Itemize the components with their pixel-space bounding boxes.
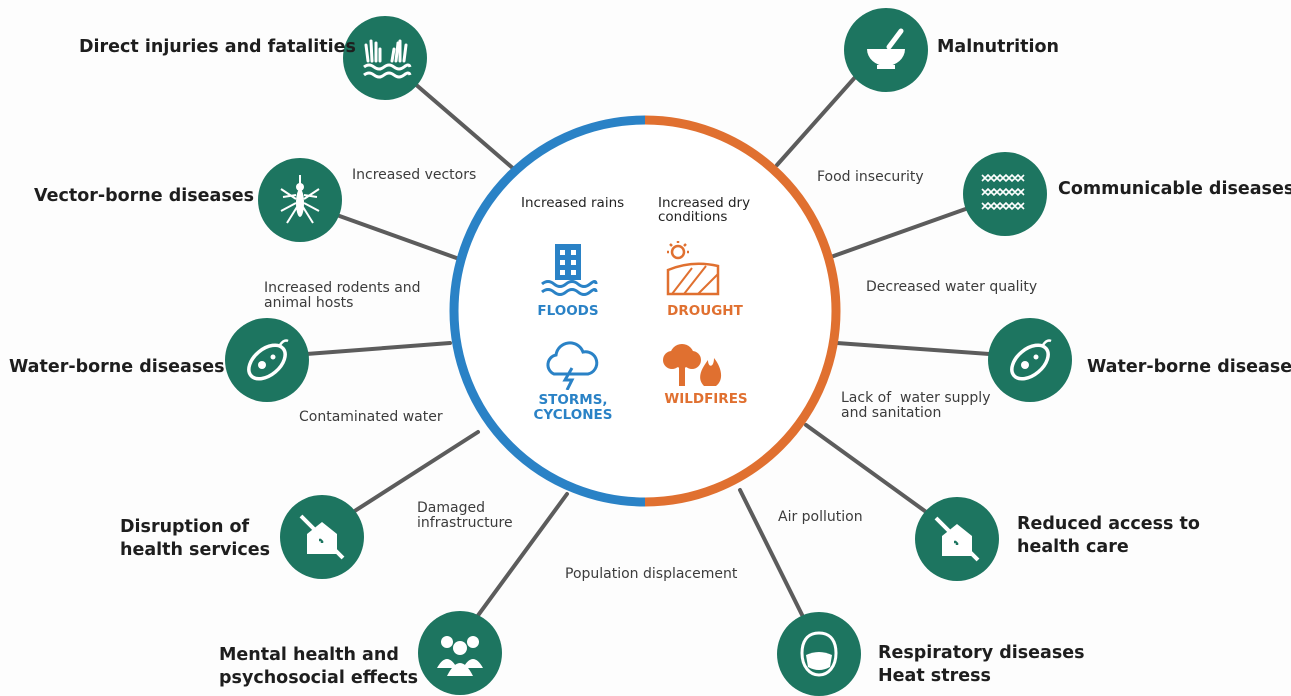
pathway-contaminated-water: Contaminated water bbox=[299, 409, 443, 425]
impact-label-water-borne-right: Water-borne diseases bbox=[1087, 357, 1291, 377]
impact-label-direct-injuries: Direct injuries and fatalities bbox=[79, 37, 356, 57]
impact-label-communicable: Communicable diseases bbox=[1058, 179, 1291, 199]
pathway-food-insecurity: Food insecurity bbox=[817, 169, 924, 185]
storms-cyclones-label: STORMS, CYCLONES bbox=[533, 392, 613, 423]
mosquito-node bbox=[258, 158, 342, 242]
hands-in-water-icon bbox=[363, 39, 412, 79]
crossed-clinic-node-right bbox=[915, 497, 999, 581]
impact-label-respiratory: Respiratory diseases Heat stress bbox=[878, 643, 1085, 686]
impact-label-mental-health: Mental health and psychosocial effects bbox=[219, 645, 418, 688]
center-ring-blue-arc bbox=[449, 115, 646, 507]
people-group-node bbox=[418, 611, 502, 695]
impact-label-vector-borne: Vector-borne diseases bbox=[34, 186, 255, 206]
drought-label: DROUGHT bbox=[667, 303, 743, 319]
sun-field-icon bbox=[666, 241, 720, 296]
bacterium-node-right bbox=[988, 318, 1072, 402]
increased-rains-heading: Increased rains bbox=[521, 195, 625, 211]
pathway-air-pollution: Air pollution bbox=[778, 509, 863, 525]
crossed-clinic-node-left bbox=[280, 495, 364, 579]
mosquito-icon bbox=[280, 175, 320, 224]
pathway-increased-vectors: Increased vectors bbox=[352, 167, 477, 183]
center-ring-orange-arc bbox=[644, 115, 841, 507]
increased-dry-conditions-heading: Increased dry conditions bbox=[658, 195, 751, 225]
pathway-decreased-water-quality: Decreased water quality bbox=[866, 279, 1038, 295]
tree-fire-icon bbox=[663, 344, 722, 386]
bacterium-icon bbox=[1010, 339, 1052, 381]
pathway-population-displacement: Population displacement bbox=[565, 566, 738, 582]
pathway-water-supply-sanitation: Lack of water supply and sanitation bbox=[841, 390, 991, 421]
crossed-clinic-icon bbox=[299, 514, 345, 560]
floods-label: FLOODS bbox=[537, 303, 599, 319]
impact-label-malnutrition: Malnutrition bbox=[937, 37, 1059, 57]
mortar-bowl-node bbox=[844, 8, 928, 92]
wildfires-label: WILDFIRES bbox=[664, 391, 748, 407]
storm-cloud-icon bbox=[546, 341, 599, 390]
building-flood-icon bbox=[541, 244, 598, 296]
hands-in-water-node bbox=[343, 16, 427, 100]
bacterium-icon bbox=[247, 339, 289, 381]
impact-label-disruption: Disruption of health services bbox=[120, 517, 271, 560]
virus-pattern-icon bbox=[981, 173, 1025, 211]
impact-label-reduced-access: Reduced access to health care bbox=[1017, 514, 1200, 557]
pathway-damaged-infrastructure: Damaged infrastructure bbox=[417, 500, 513, 531]
people-group-icon bbox=[437, 636, 483, 676]
pathway-rodents-animal-hosts: Increased rodents and animal hosts bbox=[264, 280, 421, 311]
face-mask-icon bbox=[800, 631, 838, 677]
impact-label-water-borne-left: Water-borne diseases bbox=[9, 357, 225, 377]
bacterium-node-left bbox=[225, 318, 309, 402]
mortar-bowl-icon bbox=[867, 28, 905, 69]
crossed-clinic-icon bbox=[934, 516, 980, 562]
virus-pattern-node bbox=[963, 152, 1047, 236]
face-mask-node bbox=[777, 612, 861, 696]
